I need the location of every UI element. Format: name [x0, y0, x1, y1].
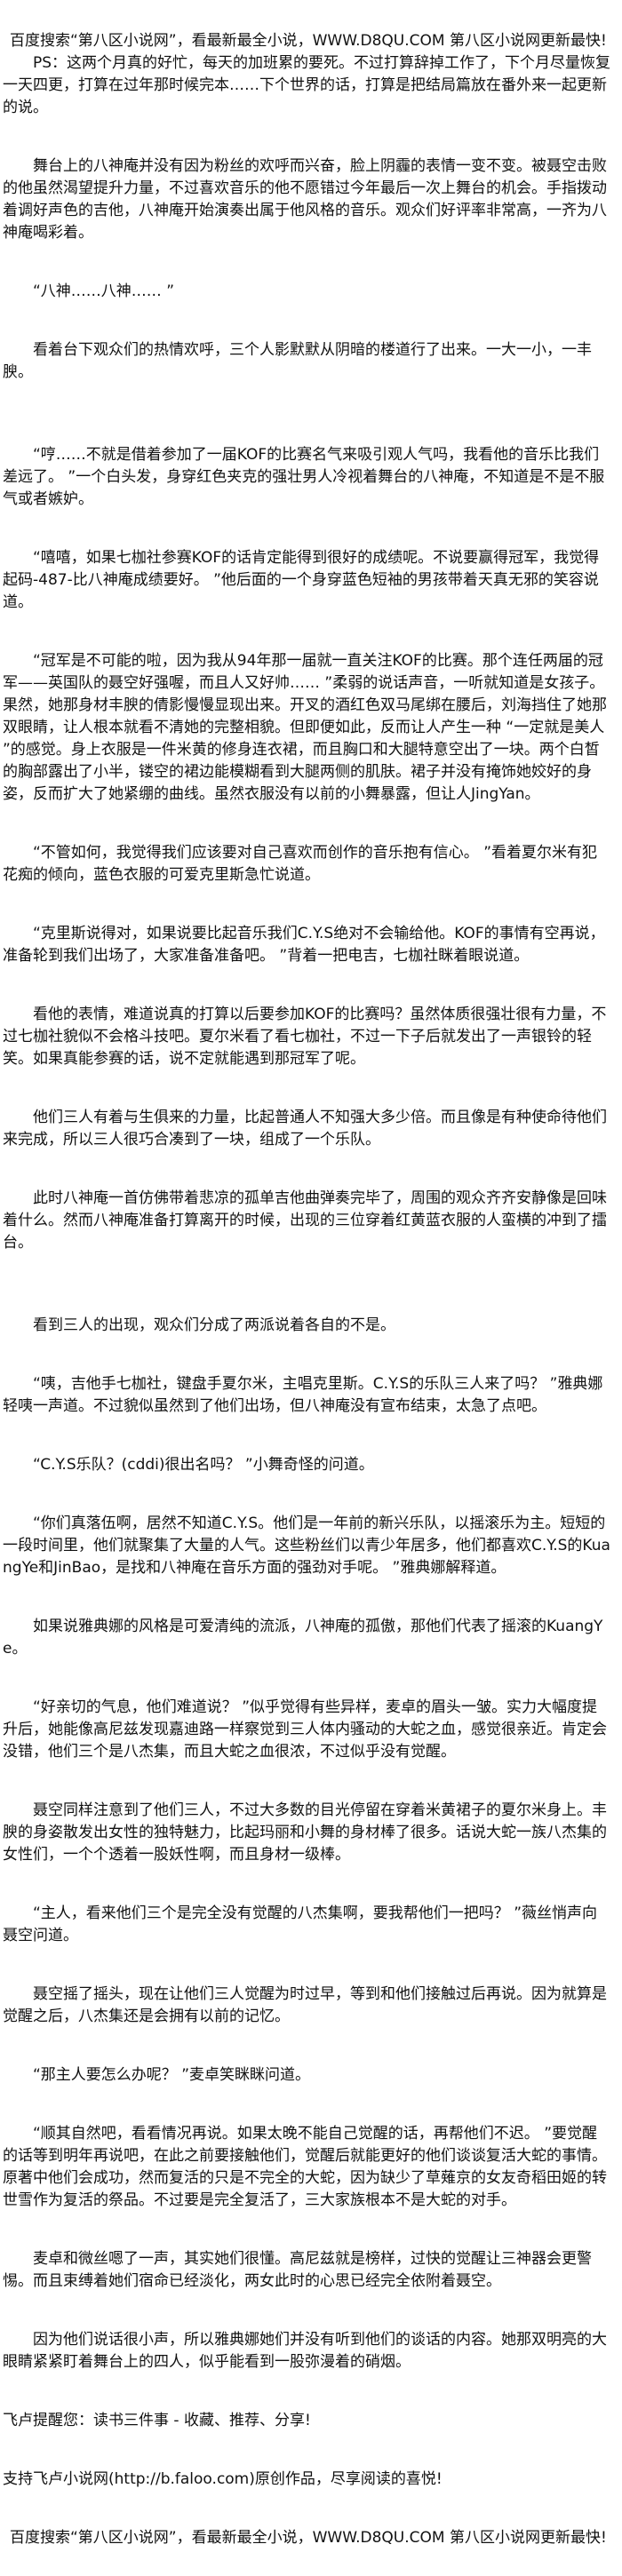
paragraph: 他们三人有着与生俱来的力量，比起普通人不知强大多少倍。而且像是有种使命待他们来完…	[3, 1109, 607, 1149]
paragraph: 舞台上的八神庵并没有因为粉丝的欢呼而兴奋，脸上阴霾的表情一变不变。被聂空击败的他…	[3, 157, 607, 242]
paragraph: 聂空摇了摇头，现在让他们三人觉醒为时过早，等到和他们接触过后再说。因为就算是觉醒…	[3, 1985, 607, 2025]
paragraph: “嘻嘻，如果七枷社参赛KOF的话肯定能得到很好的成绩呢。不说要赢得冠军，我觉得起…	[3, 549, 600, 611]
paragraph: 聂空同样注意到了他们三人，不过大多数的目光停留在穿着米黄裙子的夏尔米身上。丰腴的…	[3, 1801, 607, 1864]
paragraph: 看他的表情，难道说真的打算以后要参加KOF的比赛吗？虽然体质很强壮很有力量，不过…	[3, 1006, 607, 1068]
paragraph: “哼……不就是借着参加了一届KOF的比赛名气来吸引观人气吗，我看他的音乐比我们差…	[3, 446, 605, 508]
paragraph: “八神……八神…… ”	[33, 282, 175, 300]
paragraph: “冠军是不可能的啦，因为我从94年那一届就一直关注KOF的比赛。那个连任两届的冠…	[3, 652, 607, 803]
chapter-page: 百度搜索“第八区小说网”，看最新最全小说，WWW.D8QU.COM 第八区小说网…	[3, 32, 611, 2547]
paragraph: “克里斯说得对，如果说要比起音乐我们C.Y.S绝对不会输给他。KOF的事情有空再…	[3, 925, 605, 965]
paragraph: 看到三人的出现，观众们分成了两派说着各自的不是。	[33, 1316, 395, 1334]
paragraph: “咦，吉他手七枷社，键盘手夏尔米，主唱克里斯。C.Y.S的乐队三人来了吗？ ”雅…	[3, 1375, 603, 1415]
paragraph: “那主人要怎么办呢？ ”麦卓笑眯眯问道。	[33, 2066, 311, 2084]
paragraph: “好亲切的气息，他们难道说？ ”似乎觉得有些异样，麦卓的眉头一皱。实力大幅度提升…	[3, 1698, 607, 1761]
paragraph: “C.Y.S乐队？(cddi)很出名吗？ ”小舞奇怪的问道。	[33, 1456, 374, 1474]
site-banner-top: 百度搜索“第八区小说网”，看最新最全小说，WWW.D8QU.COM 第八区小说网…	[10, 32, 607, 50]
paragraph: “顺其自然吧，看看情况再说。如果太晚不能自己觉醒的话，再帮他们不迟。 ”要觉醒的…	[3, 2125, 607, 2209]
paragraph: 如果说雅典娜的风格是可爱清纯的流派，八神庵的孤傲，那他们代表了摇滚的KuangY…	[3, 1618, 603, 1658]
paragraph: 此时八神庵一首仿佛带着悲凉的孤单吉他曲弹奏完毕了，周围的观众齐齐安静像是回味着什…	[3, 1189, 607, 1252]
paragraph: 因为他们说话很小声，所以雅典娜她们并没有听到他们的谈话的内容。她那双明亮的大眼睛…	[3, 2331, 607, 2371]
author-note: PS：这两个月真的好忙，每天的加班累的要死。不过打算辞掉工作了，下个月尽量恢复一…	[3, 54, 611, 116]
paragraph: “不管如何，我觉得我们应该要对自己喜欢而创作的音乐抱有信心。 ”看着夏尔米有犯花…	[3, 844, 598, 884]
paragraph: 看着台下观众们的热情欢呼，三个人影默默从阴暗的楼道行了出来。一大一小，一丰腴。	[3, 341, 592, 381]
paragraph: “你们真落伍啊，居然不知道C.Y.S。他们是一年前的新兴乐队，以摇滚乐为主。短短…	[3, 1515, 610, 1577]
faloo-reminder: 飞卢提醒您：读书三件事 - 收藏、推荐、分享!	[3, 2412, 311, 2429]
faloo-support-note: 支持飞卢小说网(http://b.faloo.com)原创作品，尽享阅读的喜悦!	[3, 2470, 443, 2488]
site-banner-bottom: 百度搜索“第八区小说网”，看最新最全小说，WWW.D8QU.COM 第八区小说网…	[10, 2529, 607, 2547]
paragraph: “主人，看来他们三个是完全没有觉醒的八杰集啊，要我帮他们一把吗？ ”薇丝悄声向聂…	[3, 1904, 598, 1944]
paragraph: 麦卓和微丝嗯了一声，其实她们很懂。高尼兹就是榜样，过快的觉醒让三神器会更警惕。而…	[3, 2250, 592, 2290]
